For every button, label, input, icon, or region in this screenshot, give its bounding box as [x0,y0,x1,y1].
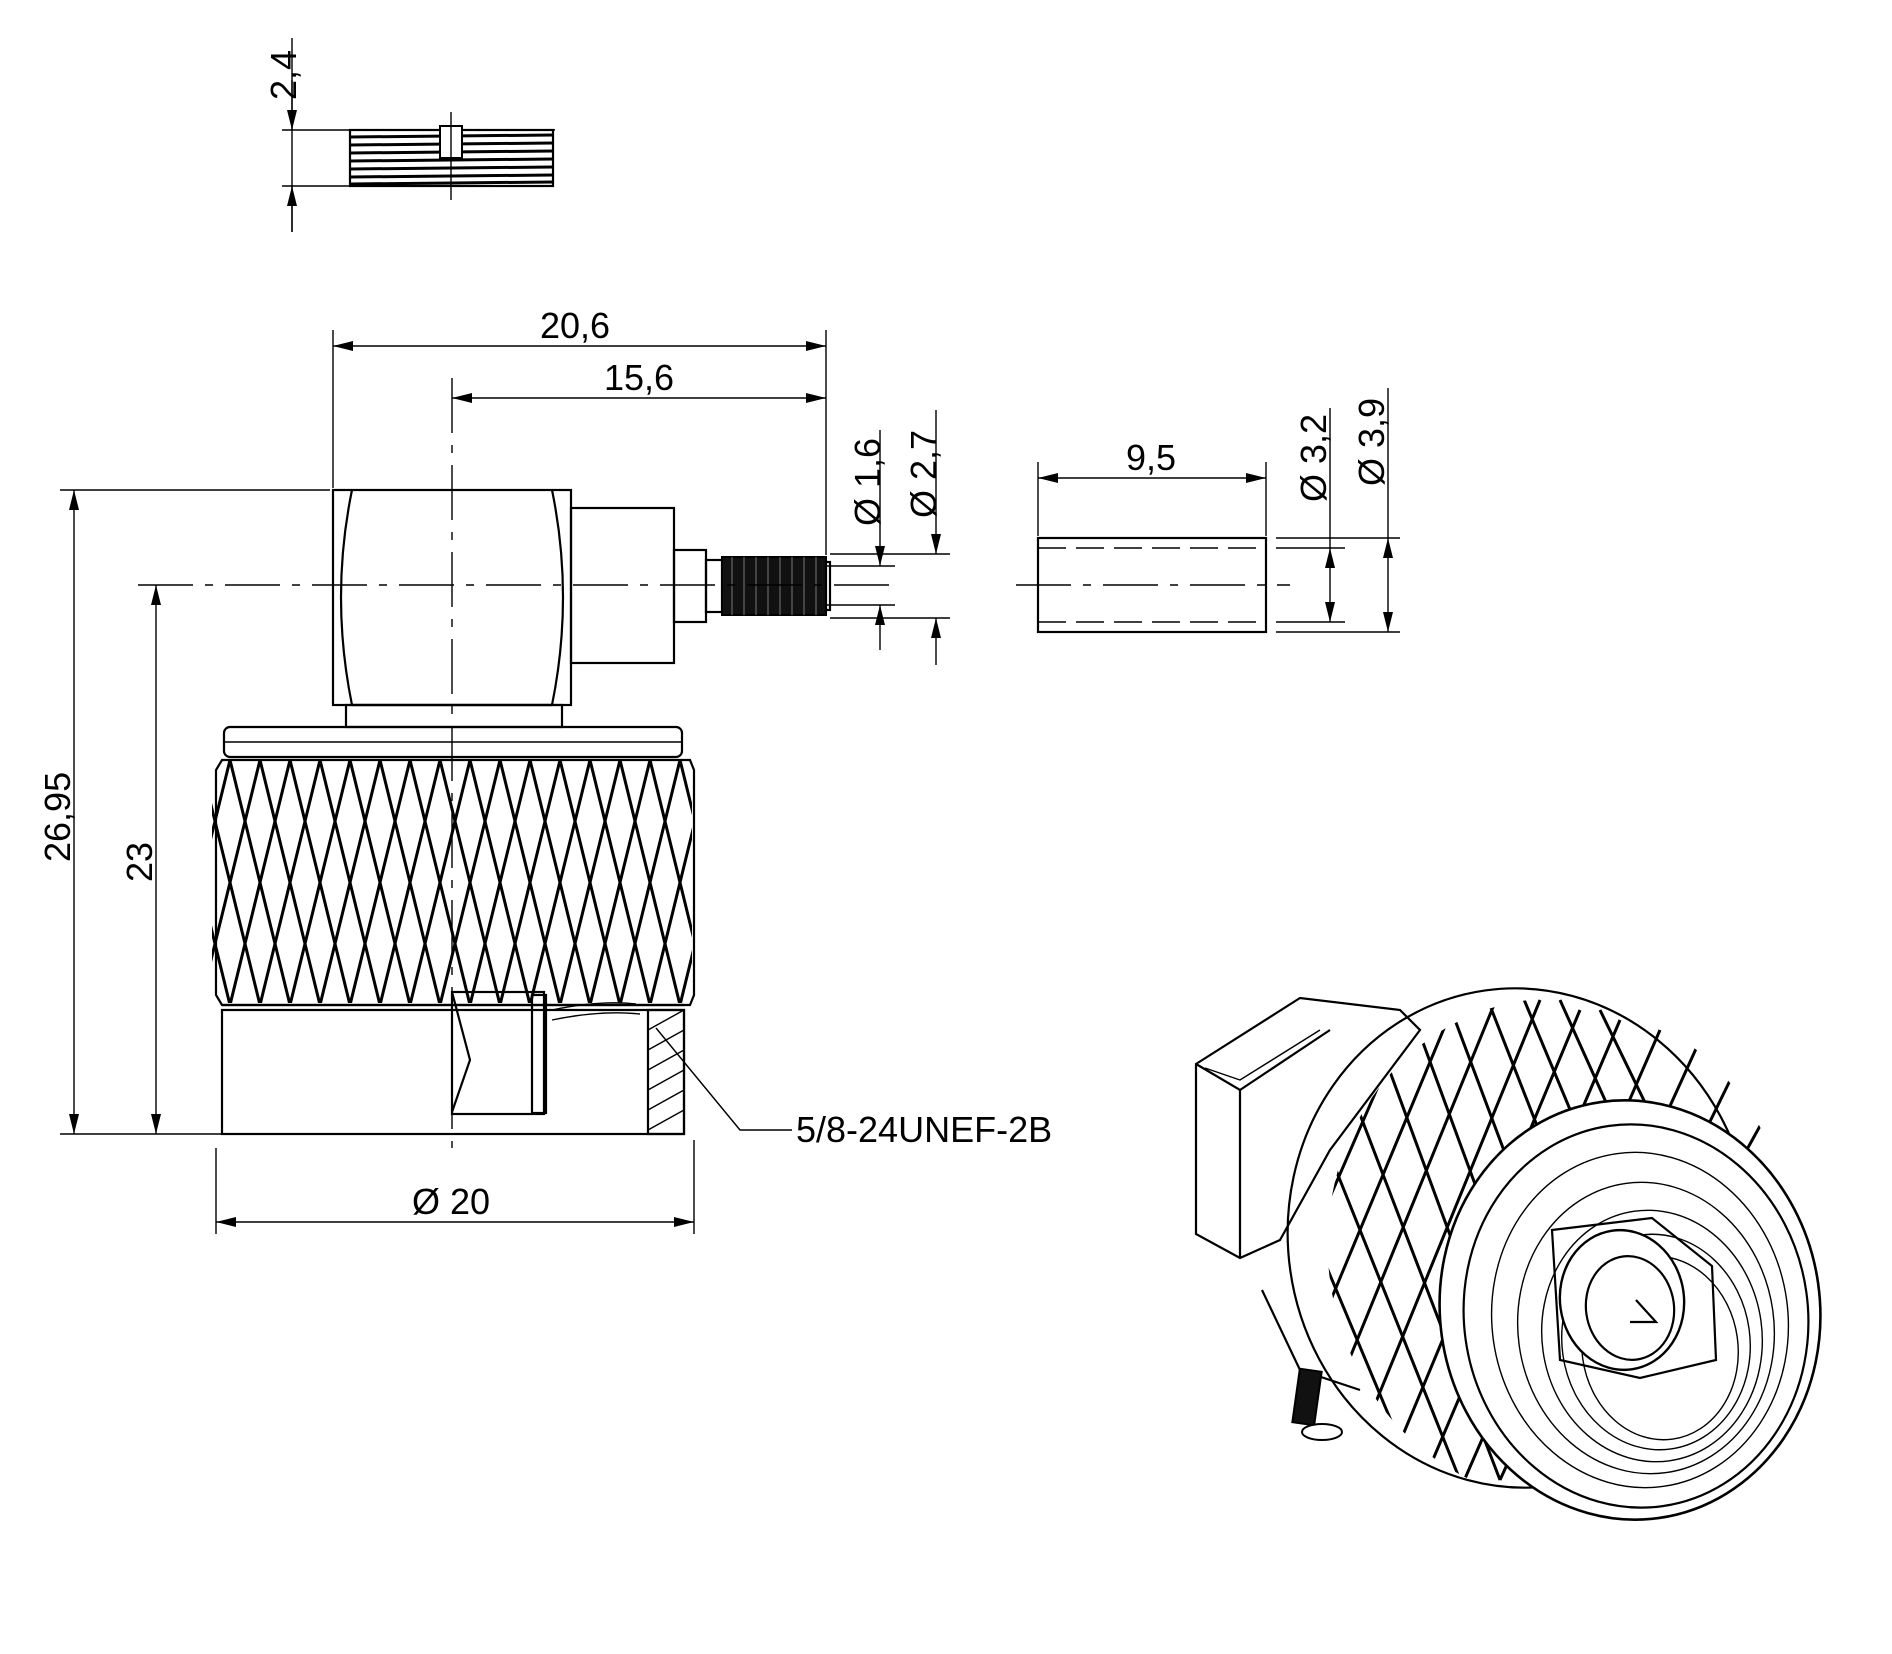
connector-isometric-view [1194,979,1822,1521]
sleeve-length-label: 9,5 [1126,437,1176,478]
overall-height-label: 26,95 [37,772,78,862]
body-diameter-label: Ø 20 [412,1181,490,1222]
thread-spec-label: 5/8-24UNEF-2B [796,1109,1052,1150]
axis-to-pin-tip-label: 15,6 [604,357,674,398]
overall-length-label: 20,6 [540,305,610,346]
coupling-nut-view: 2,4 [263,38,555,232]
knurl-pattern [212,760,692,1003]
connector-side-view [138,378,890,1148]
nut-height-label: 2,4 [263,50,304,100]
pin-insulator-diameter-label: Ø 2,7 [903,430,944,518]
pin-thread-lines [731,557,817,615]
axis-height-label: 23 [119,842,160,882]
sleeve-inner-diameter-label: Ø 3,2 [1293,414,1334,502]
pin-diameter-label: Ø 1,6 [847,438,888,526]
sleeve-outer-diameter-label: Ø 3,9 [1351,398,1392,486]
dimension-lines-main: 20,6 15,6 Ø 1,6 Ø 2,7 26,95 23 Ø 20 5/8-… [37,305,1052,1234]
crimp-sleeve-view: 9,5 Ø 3,2 Ø 3,9 [1016,388,1400,634]
thread-hatch [646,1008,686,1136]
